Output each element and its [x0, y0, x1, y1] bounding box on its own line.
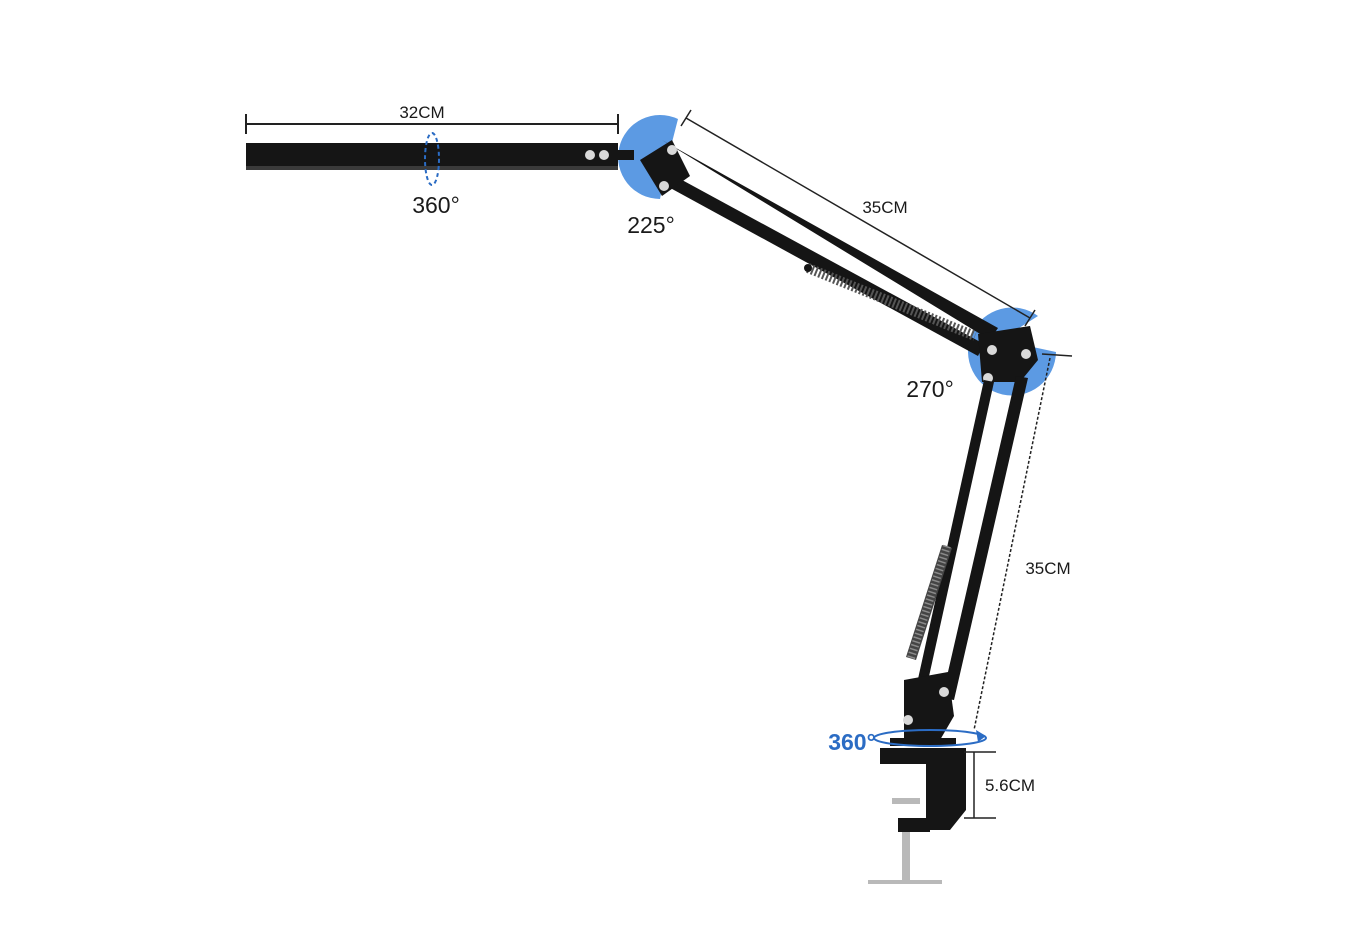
upper-arm	[652, 140, 998, 356]
clamp-height-label: 5.6CM	[985, 776, 1035, 795]
base-rotation-arrow-icon	[873, 729, 987, 747]
led-light-bar	[246, 143, 634, 170]
upper-arm-dimension-line	[680, 109, 1036, 327]
led-bar-rotation-label: 360°	[412, 192, 460, 218]
elbow-joint-angle-label: 270°	[906, 376, 954, 402]
head-joint-bracket	[640, 140, 690, 196]
led-bar-rotation-arrow-icon	[424, 132, 440, 186]
lower-arm-dimension-line	[973, 353, 1073, 731]
led-bar-length-label: 32CM	[399, 103, 444, 122]
lower-arm-length-label: 35CM	[1025, 559, 1070, 578]
lower-arm	[906, 376, 1028, 700]
led-bar-dimension-line	[245, 114, 619, 134]
base-rotation-label: 360°	[828, 729, 876, 755]
head-joint-angle-label: 225°	[627, 212, 675, 238]
desk-clamp	[868, 748, 966, 884]
base-pivot	[890, 672, 956, 746]
upper-arm-length-label: 35CM	[862, 198, 907, 217]
elbow-joint-bracket	[978, 326, 1038, 383]
clamp-height-dimension-line	[964, 751, 996, 819]
